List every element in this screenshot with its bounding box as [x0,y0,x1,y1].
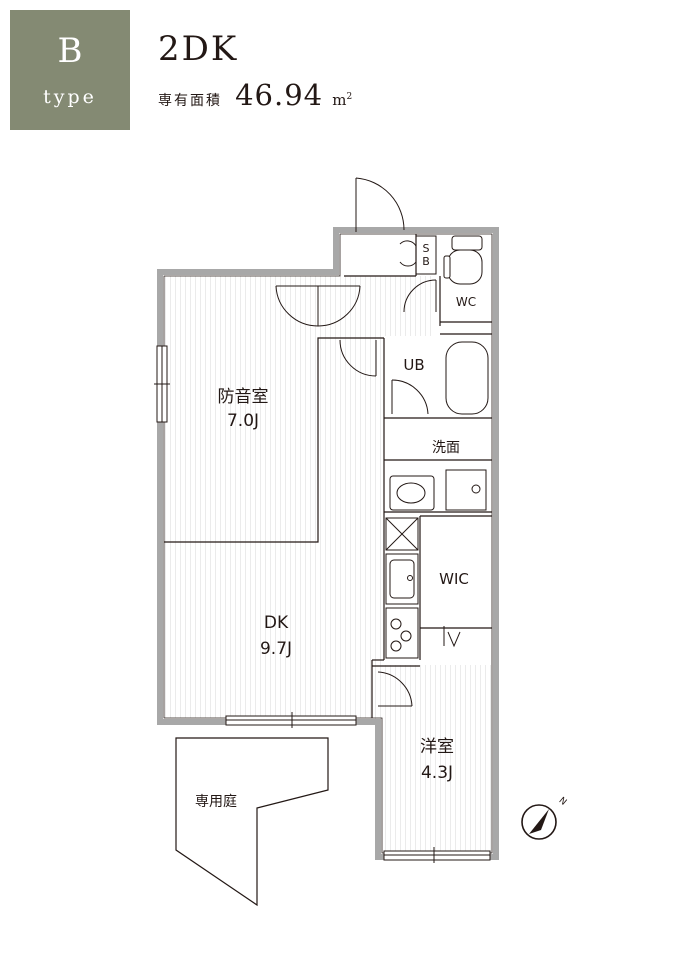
doors [275,279,461,707]
bathtub [445,341,489,415]
room2-size: 4.3J [421,763,453,783]
floor-area-unit: m2 [332,91,352,109]
floor-fill [163,276,493,853]
vanity [389,469,487,511]
room1-name: 防音室 [218,387,269,407]
compass-icon: N [521,796,569,840]
floor-area: 専有面積 46.94 m2 [158,78,352,118]
type-letter: B [57,31,83,71]
window-room2 [383,847,491,863]
wic-label: WIC [439,570,469,588]
window-dk [225,712,357,728]
compass-north: N [557,796,569,808]
toilet [443,235,483,285]
kitchen-sink [385,553,419,605]
window-left [154,345,170,423]
floor-area-label: 専有面積 [158,93,222,109]
garden-label: 専用庭 [195,793,237,810]
sb-label-b: B [422,255,430,268]
stove [385,607,419,659]
type-badge: B type [10,10,130,130]
plan-type-title: 2DK [158,29,239,69]
dk-size: 9.7J [260,639,292,659]
room1-size: 7.0J [227,411,259,431]
area-unit-sup: 2 [346,92,353,102]
wc-label: WC [456,295,476,309]
dk-name: DK [264,613,289,633]
washroom-label: 洗面 [432,440,460,456]
entrance-door [355,177,405,232]
area-unit-text: m [332,91,347,109]
shoe-box [399,235,437,275]
type-word: type [43,86,97,108]
floor-area-value: 46.94 [235,78,324,112]
sb-label-s: S [423,242,430,255]
room2-name: 洋室 [420,737,454,757]
ub-label: UB [403,356,424,374]
fridge-space [385,517,419,551]
private-garden [175,737,329,907]
